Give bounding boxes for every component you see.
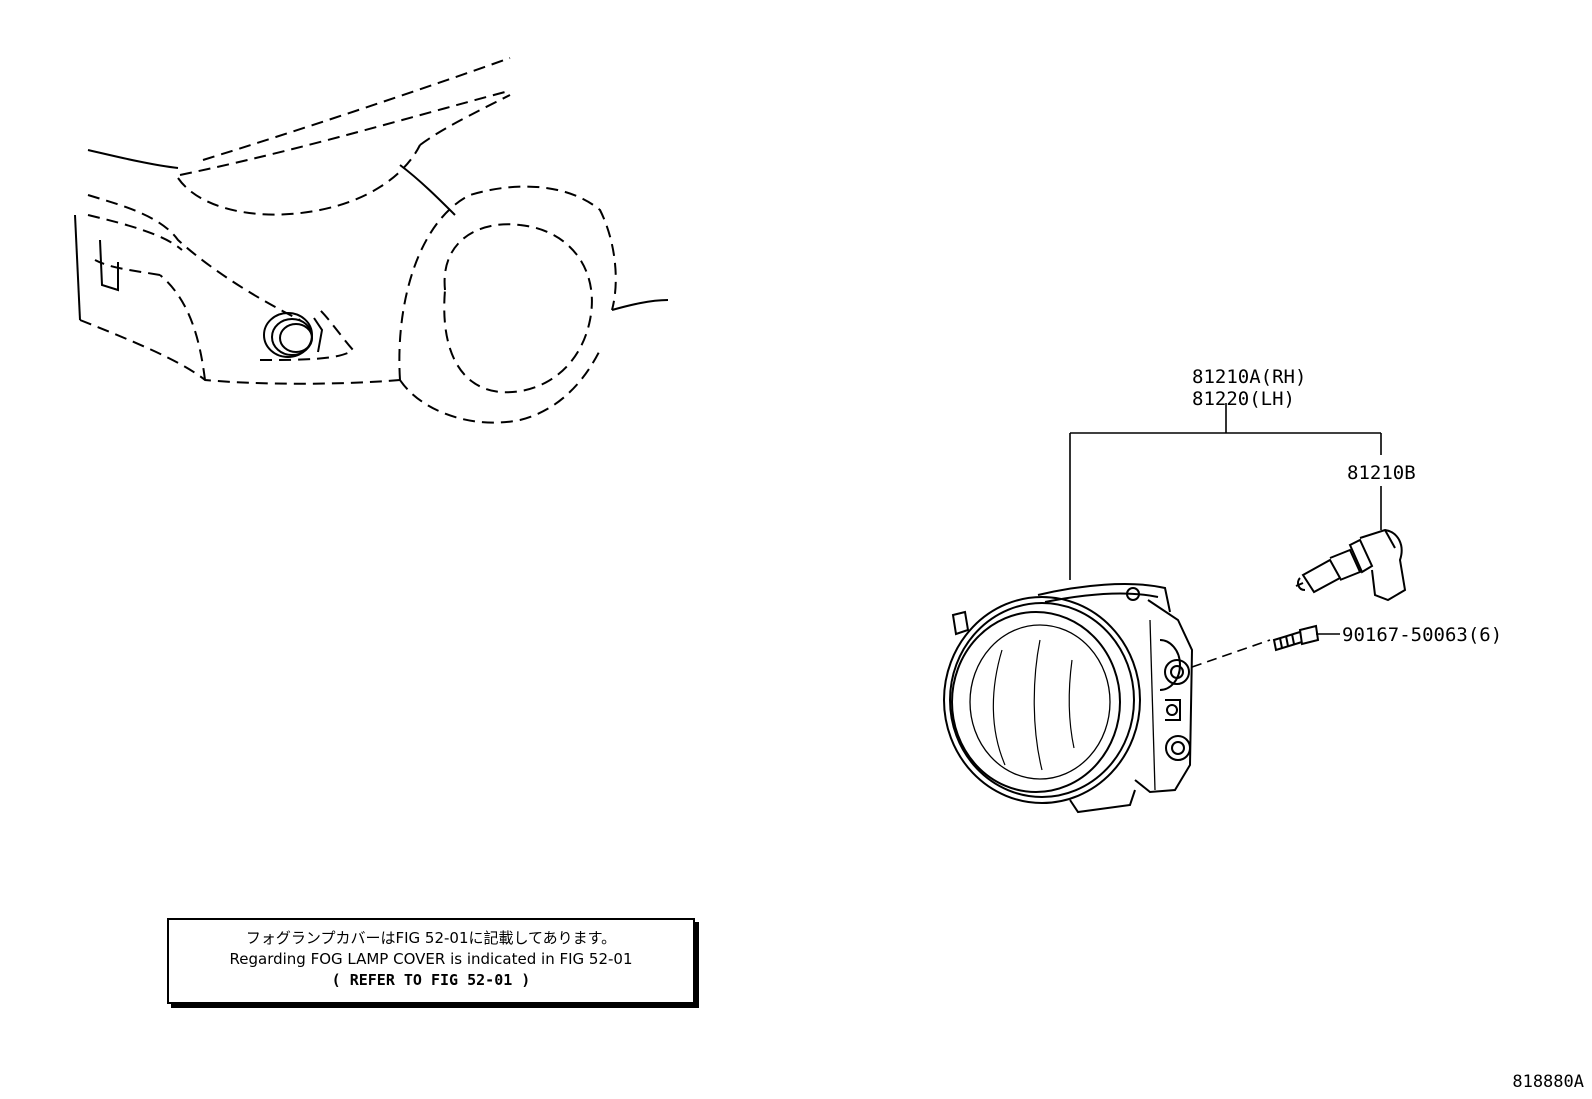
vehicle-body-solid-lines xyxy=(74,149,669,321)
callout-fog-lamp-rh: 81210A(RH) xyxy=(1192,366,1307,388)
vehicle-front-corner-outline xyxy=(79,57,617,424)
bulb-icon xyxy=(1295,528,1407,602)
reference-note-box: フォグランプカバーはFIG 52-01に記載してあります。 Regarding … xyxy=(167,918,695,1004)
figure-code: 818880A xyxy=(1512,1072,1584,1092)
callout-leader-lines xyxy=(1069,403,1382,668)
note-line-reference: ( REFER TO FIG 52-01 ) xyxy=(331,971,531,989)
vehicle-fog-lamp-icon xyxy=(263,312,324,358)
fog-lamp-assembly xyxy=(943,583,1194,814)
callout-bulb: 81210B xyxy=(1347,462,1416,484)
callout-screw: 90167-50063(6) xyxy=(1342,624,1503,646)
note-line-english: Regarding FOG LAMP COVER is indicated in… xyxy=(229,950,633,968)
callout-fog-lamp-lh: 81220(LH) xyxy=(1192,388,1295,410)
note-line-japanese: フォグランプカバーはFIG 52-01に記載してあります。 xyxy=(245,929,617,947)
screw-icon xyxy=(1272,624,1320,652)
